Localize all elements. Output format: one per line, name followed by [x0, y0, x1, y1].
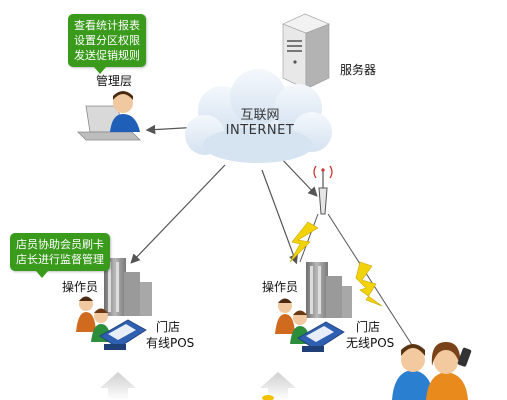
- store-label-right: 门店: [356, 320, 381, 334]
- arrow-cloud-to-antenna: [277, 154, 318, 197]
- management-tasks-bubble: 查看统计报表 设置分区权限 发送促销规则: [68, 14, 146, 74]
- operator-label-left: 操作员: [62, 280, 99, 294]
- pos-label-left: 有线POS: [146, 336, 195, 350]
- up-arrow-right: [260, 372, 296, 400]
- mobile-members-icon: [392, 342, 472, 400]
- wireless-signal: [289, 213, 413, 346]
- bubble-line: 查看统计报表: [74, 19, 140, 32]
- cloud-label-en: INTERNET: [225, 123, 295, 138]
- up-arrow-left: [100, 372, 136, 400]
- bubble-line: 店长进行监督管理: [16, 253, 104, 266]
- bubble-line: 设置分区权限: [74, 34, 140, 47]
- manager-laptop-icon: [77, 91, 141, 141]
- pos-label-right: 无线POS: [346, 336, 395, 350]
- store-building-right: [306, 262, 352, 318]
- server-icon: [282, 13, 330, 90]
- store-label-left: 门店: [156, 320, 181, 334]
- bubble-line: 发送促销规则: [74, 49, 140, 62]
- internet-cloud-label: 互联网 INTERNET: [210, 104, 310, 138]
- wireless-pos-icon: [297, 321, 345, 352]
- management-label: 管理层: [96, 74, 133, 88]
- arrow-cloud-to-left-store: [130, 164, 226, 264]
- internet-cloud: [185, 69, 332, 163]
- store-staff-bubble: 店员协助会员刷卡 店长进行监督管理: [10, 233, 110, 278]
- cloud-label-cn: 互联网: [240, 108, 280, 123]
- lightning-bolt-left: [289, 221, 319, 263]
- server-label: 服务器: [340, 63, 377, 77]
- upload-arrows: [100, 372, 296, 400]
- bubble-line: 店员协助会员刷卡: [16, 238, 104, 251]
- lightning-bolt-right: [355, 261, 383, 307]
- arrow-cloud-to-right-store: [261, 169, 299, 265]
- operator-label-right: 操作员: [262, 280, 299, 294]
- wired-pos-icon: [99, 319, 147, 350]
- antenna-icon: [313, 165, 333, 215]
- store-building-left: [104, 258, 152, 316]
